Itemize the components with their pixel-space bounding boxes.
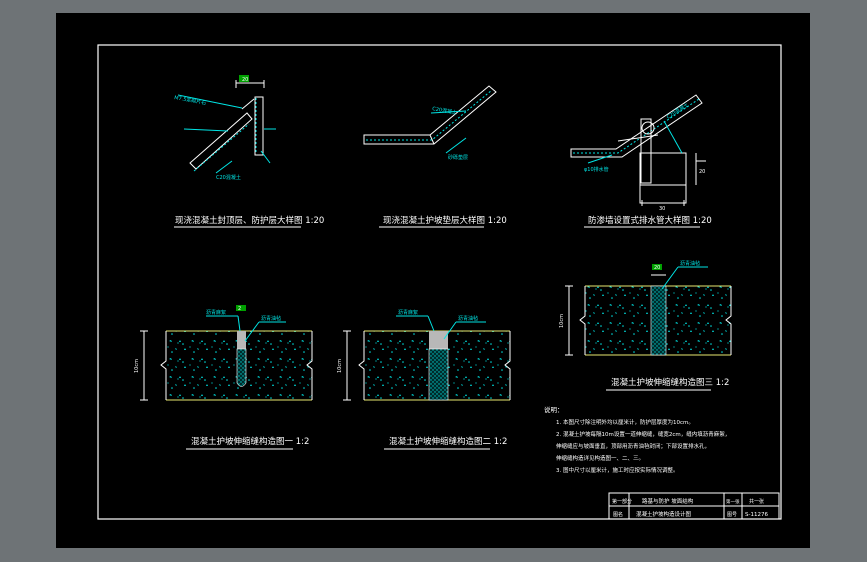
notes-line-5: 3. 图中尺寸以厘米计，施工时应按实际情况调整。 bbox=[556, 466, 679, 474]
detail-2-title: 现浇混凝土护坡垫层大样图 1:20 bbox=[383, 215, 507, 226]
detail-2-drawing bbox=[363, 85, 497, 154]
detail-1-label-b: C20混凝土 bbox=[216, 174, 241, 181]
detail-3-label-b: φ10排水管 bbox=[584, 166, 609, 173]
joint-2-label-a: 沥青麻絮 bbox=[398, 309, 418, 316]
joint-2-height: 10cm bbox=[337, 359, 343, 373]
detail-3-drawing bbox=[570, 94, 706, 206]
joint-2-title: 混凝土护坡伸缩缝构造图二 1:2 bbox=[389, 436, 507, 447]
joint-1-label-a: 沥青麻絮 bbox=[206, 309, 226, 316]
joint-2-drawing bbox=[343, 315, 511, 401]
title-block-drawing-name: 混凝土护坡构造设计图 bbox=[636, 510, 692, 518]
title-block-part: 第一部分 bbox=[612, 498, 632, 505]
detail-2-label-a: C20混凝土 bbox=[432, 105, 458, 116]
detail-1-drawing bbox=[177, 75, 276, 174]
title-block-sheet-no: 第一张 bbox=[726, 498, 740, 505]
drawing-canvas: 20 M7.5浆砌片石 C20混凝土 现浇混凝土封顶层、防护层大样图 1:20 … bbox=[97, 44, 782, 520]
joint-2-label-b: 沥青油毡 bbox=[458, 315, 478, 322]
notes-heading: 说明： bbox=[544, 405, 564, 414]
joint-3-title: 混凝土护坡伸缩缝构造图三 1:2 bbox=[611, 377, 729, 388]
detail-3-title: 防渗墙设置式排水管大样图 1:20 bbox=[588, 215, 712, 226]
detail-1-label-a: M7.5浆砌片石 bbox=[174, 94, 207, 106]
notes-line-3: 伸缩缝应与坡面垂直，顶部用沥青油毡封闭；下部设置排水孔， bbox=[556, 442, 710, 450]
notes-line-4: 伸缩缝构造详见构造图一、二、三。 bbox=[556, 454, 644, 462]
joint-3-height: 10cm bbox=[559, 314, 565, 328]
drawing-sheet: 20 M7.5浆砌片石 C20混凝土 现浇混凝土封顶层、防护层大样图 1:20 … bbox=[56, 13, 810, 548]
joint-1-drawing bbox=[140, 305, 313, 401]
title-block-section: 路基与防护 坡面结构 bbox=[642, 497, 694, 505]
title-block-drawing-number: S-11276 bbox=[745, 512, 768, 518]
joint-1-height: 10cm bbox=[134, 359, 140, 373]
notes-line-1: 1. 本图尺寸除注明外均以厘米计，防护层厚度为10cm。 bbox=[556, 418, 694, 426]
detail-3-dim-a: 20 bbox=[699, 169, 705, 175]
joint-1-title: 混凝土护坡伸缩缝构造图一 1:2 bbox=[191, 436, 309, 447]
detail-1-title: 现浇混凝土封顶层、防护层大样图 1:20 bbox=[175, 215, 324, 226]
detail-3-dim-b: 30 bbox=[659, 206, 665, 212]
inner-border bbox=[97, 44, 782, 520]
title-block-number-label: 图号 bbox=[727, 512, 737, 518]
joint-1-dim: 2 bbox=[238, 306, 241, 312]
detail-2-label-b: 砂砾垫层 bbox=[448, 154, 468, 161]
title-block bbox=[608, 492, 780, 520]
joint-1-label-b: 沥青油毡 bbox=[261, 315, 281, 322]
joint-3-drawing bbox=[565, 264, 732, 356]
joint-3-dim: 20 bbox=[654, 265, 660, 271]
joint-3-label-a: 沥青油毡 bbox=[680, 260, 700, 267]
notes-line-2: 2. 混凝土护坡每隔10m设置一道伸缩缝，缝宽2cm，缝内填沥青麻絮， bbox=[556, 430, 730, 438]
title-block-name-label: 图名 bbox=[613, 511, 623, 518]
detail-3-label-a: C20混凝土 bbox=[665, 101, 690, 120]
title-block-sheet-total: 共一张 bbox=[749, 498, 764, 505]
detail-1-dim: 20 bbox=[242, 77, 248, 83]
